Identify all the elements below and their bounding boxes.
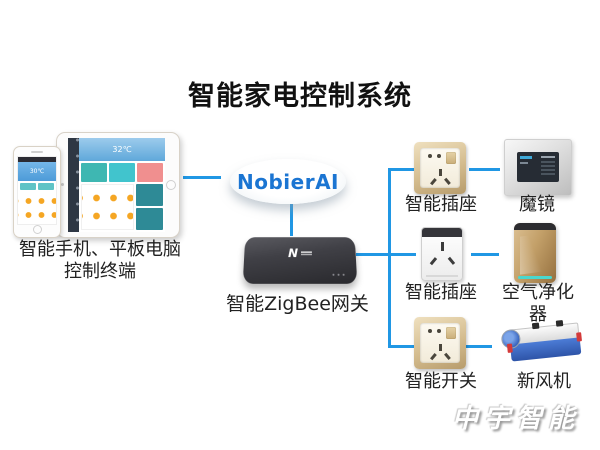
terminal-label-line2: 控制终端 bbox=[64, 261, 136, 282]
tablet-camera-dot bbox=[61, 183, 64, 186]
gateway-label: 智能ZigBee网关 bbox=[226, 293, 369, 315]
terminal-label: 智能手机、平板电脑 控制终端 bbox=[0, 239, 200, 283]
tablet-temp-label: 32℃ bbox=[112, 145, 132, 154]
fresh-air-unit-icon bbox=[500, 318, 586, 368]
tile-left bbox=[20, 183, 36, 190]
connector-branch-row3 bbox=[390, 345, 414, 348]
phone-home-button bbox=[33, 225, 42, 234]
connector-gateway-trunk bbox=[356, 253, 416, 256]
magic-mirror-icon bbox=[504, 139, 572, 196]
tablet-screen: 32℃ bbox=[68, 138, 165, 232]
socket-switch bbox=[446, 152, 456, 164]
connector-switch-freshair bbox=[465, 345, 492, 348]
plug-socket-icon-row2 bbox=[421, 227, 463, 281]
page-title: 智能家电控制系统 bbox=[188, 81, 412, 112]
gateway-logo: N bbox=[244, 247, 356, 260]
tile-right bbox=[38, 183, 54, 190]
wall-socket-icon-row3 bbox=[414, 317, 466, 369]
tablet-app-tiles bbox=[79, 161, 165, 182]
terminal-label-line1: 智能手机、平板电脑 bbox=[19, 239, 181, 260]
socket-face bbox=[420, 148, 460, 188]
gateway-led-dots bbox=[332, 273, 345, 276]
phone-speaker bbox=[31, 151, 43, 153]
cloud-label: NobierAI bbox=[237, 169, 339, 194]
air-purifier-icon bbox=[514, 223, 556, 283]
tablet-app-main: 32℃ bbox=[79, 138, 165, 232]
phone-temp-label: 30℃ bbox=[29, 168, 45, 175]
zigbee-gateway-icon: N bbox=[242, 237, 358, 284]
purifier-cap bbox=[514, 223, 556, 230]
tablet-weather-header: 32℃ bbox=[79, 138, 165, 161]
cloud-node: NobierAI bbox=[230, 159, 346, 204]
phone-app-tiles bbox=[20, 183, 54, 190]
socket-face bbox=[420, 323, 460, 363]
row1-appliance-label: 魔镜 bbox=[519, 194, 555, 215]
connector-socket-purifier bbox=[471, 253, 499, 256]
tablet-device-grid bbox=[81, 184, 135, 230]
phone-status-bar bbox=[18, 157, 56, 162]
tile-music bbox=[137, 163, 163, 182]
connector-branch-row1 bbox=[390, 168, 414, 171]
plug-socket-cap bbox=[422, 228, 462, 237]
gateway-logo-text-bars bbox=[301, 251, 312, 256]
row3-appliance-label: 新风机 bbox=[517, 371, 571, 392]
tablet-app-body bbox=[79, 182, 165, 232]
connector-socket-mirror bbox=[469, 168, 500, 171]
tile-control bbox=[109, 163, 135, 182]
tile-voice bbox=[136, 184, 163, 206]
tablet-icon: 32℃ bbox=[56, 132, 180, 238]
tile-status bbox=[136, 208, 163, 230]
connector-terminal-cloud bbox=[183, 176, 221, 179]
phone-weather-header: 30℃ bbox=[18, 162, 56, 181]
purifier-status-light bbox=[518, 276, 552, 279]
phone-screen: 30℃ bbox=[17, 156, 57, 225]
row3-controller-label: 智能开关 bbox=[405, 371, 477, 392]
socket-switch bbox=[446, 327, 456, 339]
smartphone-icon: 30℃ bbox=[13, 146, 61, 238]
tile-scene bbox=[81, 163, 107, 182]
row2-controller-label: 智能插座 bbox=[405, 282, 477, 303]
tablet-side-tiles bbox=[136, 184, 163, 230]
mirror-display bbox=[517, 152, 559, 182]
phone-device-grid bbox=[18, 192, 56, 220]
gateway-logo-letter: N bbox=[287, 246, 299, 260]
brand-watermark: 中宇智能 bbox=[451, 404, 580, 434]
tablet-app-sidebar bbox=[68, 138, 79, 232]
connector-trunk-vertical bbox=[388, 168, 391, 348]
row1-controller-label: 智能插座 bbox=[405, 194, 477, 215]
connector-cloud-gateway bbox=[290, 204, 293, 236]
tablet-home-button bbox=[166, 180, 176, 190]
row2-appliance-label: 空气净化器 bbox=[502, 282, 574, 325]
wall-socket-icon-row1 bbox=[414, 142, 466, 194]
